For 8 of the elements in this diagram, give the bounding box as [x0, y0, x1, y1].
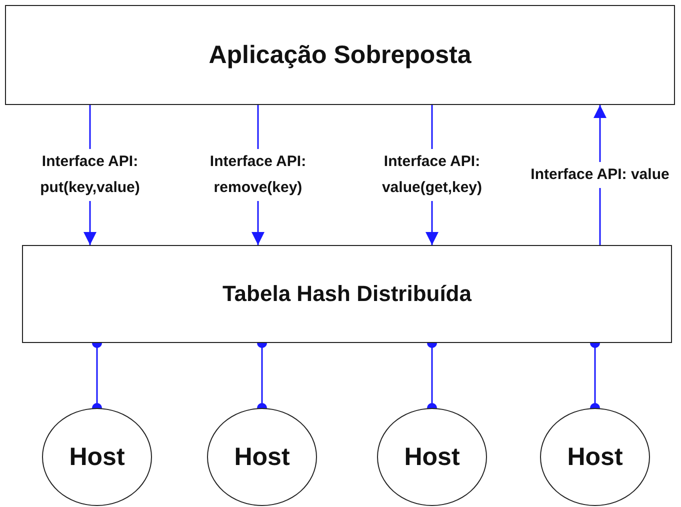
node-label: Host	[404, 442, 460, 472]
node-label: Tabela Hash Distribuída	[222, 281, 472, 307]
node-label: Host	[567, 442, 623, 472]
layer-box	[22, 245, 672, 343]
node-label: Aplicação Sobreposta	[208, 40, 472, 70]
node-label: Host	[69, 442, 125, 472]
layer-box	[5, 5, 675, 105]
node-label: Host	[234, 442, 290, 472]
